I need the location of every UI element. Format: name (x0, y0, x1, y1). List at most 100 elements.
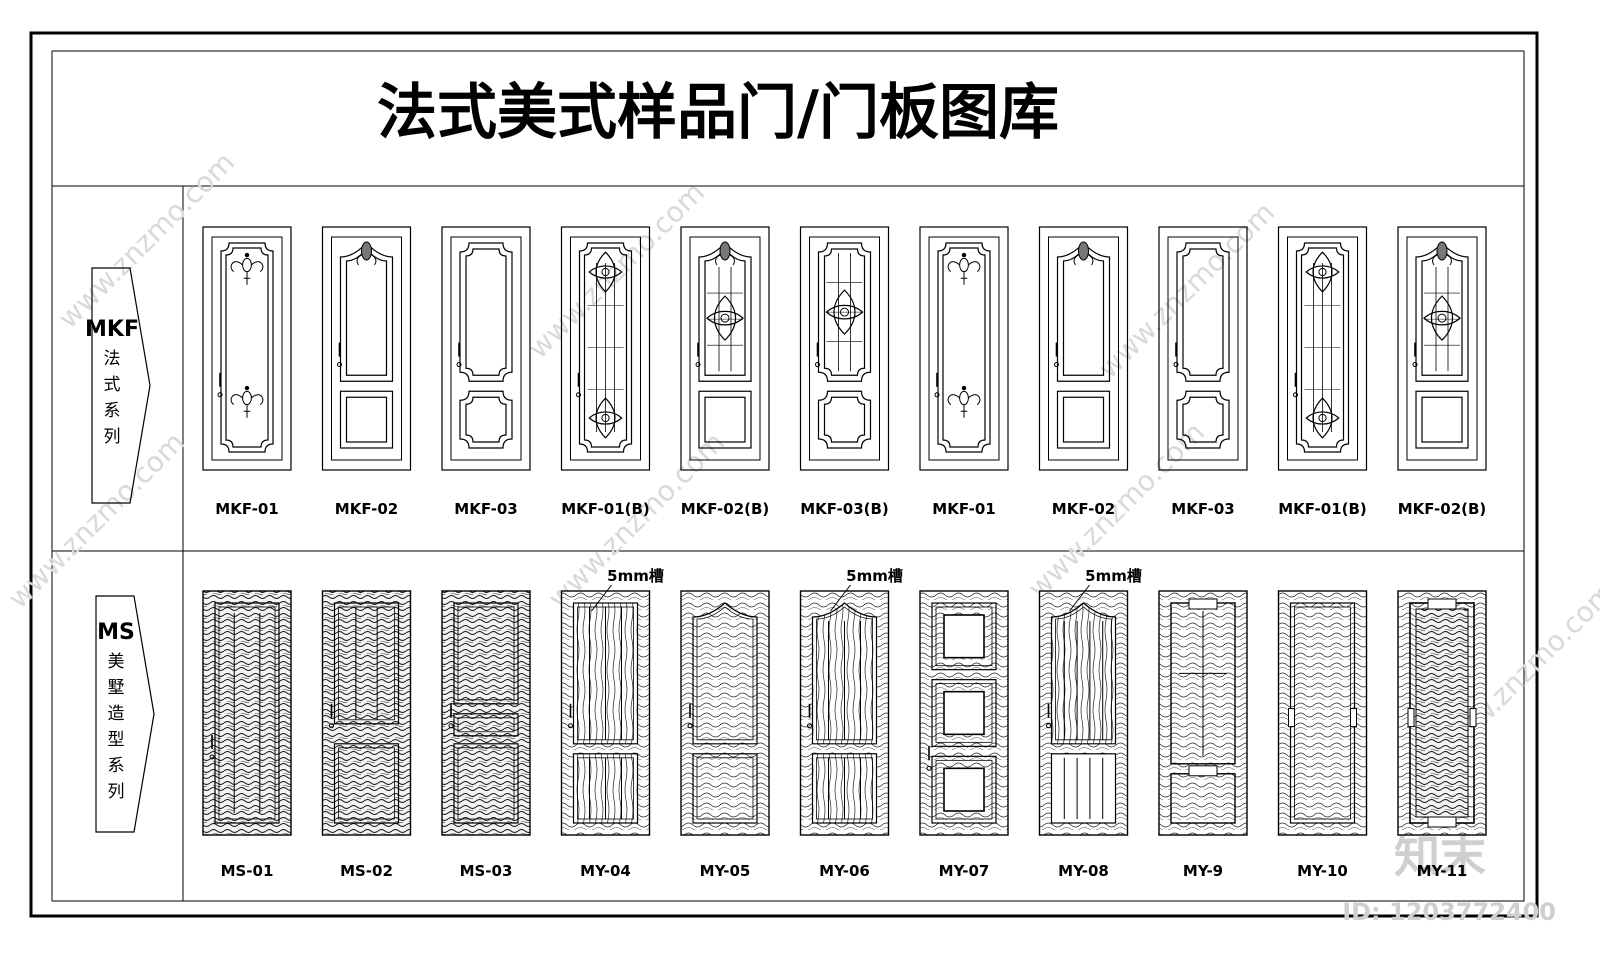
carved-ornament-top (947, 252, 981, 285)
door-label: MKF-01 (932, 500, 995, 518)
upper-panel (333, 602, 400, 725)
handle-keyhole (934, 392, 940, 398)
series-code: MS (97, 620, 135, 645)
groove-note: 5mm槽 (1085, 567, 1142, 585)
handle-keyhole (448, 723, 454, 729)
leaded-glass (1424, 267, 1460, 372)
handle-keyhole (1412, 362, 1418, 368)
door-frame-inset (570, 236, 641, 461)
ornament-stem (960, 271, 968, 285)
tall-panel-inner (942, 247, 986, 448)
ornament-center (959, 257, 969, 273)
door-mkf02: MKF-02 (1038, 226, 1129, 518)
door-handle (568, 703, 573, 729)
groove-note: 5mm槽 (607, 567, 664, 585)
lower-panel-inner (704, 396, 746, 443)
rosette-petal-vertical (833, 289, 856, 335)
crest-scrolls (715, 254, 735, 266)
glass-rosette-bottom (588, 397, 623, 439)
handle-keyhole (456, 362, 462, 368)
lower-panel-inner (696, 757, 754, 820)
rosette-petal-horizontal (1305, 265, 1340, 279)
rosette-petal-vertical (595, 397, 616, 439)
lower-panel (817, 390, 872, 449)
upper-panel-inner (457, 606, 515, 701)
door-handle (209, 735, 215, 760)
rosette-petal-vertical (595, 251, 616, 293)
handle-keyhole (1173, 362, 1179, 368)
ornament-scroll-left (947, 261, 960, 273)
upper-panel-inner (1182, 248, 1224, 376)
carved-ornament-top (230, 252, 264, 285)
upper-arched-panel-inner (1421, 248, 1463, 376)
full-panel (1289, 602, 1356, 824)
door-outline (1158, 226, 1248, 471)
middle-panel-inner (457, 717, 515, 733)
upper-panel (453, 602, 519, 705)
door-frame-inset (928, 236, 1000, 461)
door-label: MKF-02 (1052, 500, 1115, 518)
door-label: MKF-02(B) (681, 500, 770, 518)
door-handle (1293, 372, 1298, 398)
door-handle (1046, 703, 1051, 729)
ornament-center (242, 390, 252, 406)
lower-slat-panel (1050, 753, 1117, 824)
door-handle (1173, 342, 1179, 368)
series-name-char: 法 (104, 349, 121, 369)
series-name-char: 列 (108, 782, 125, 802)
full-panel-inner (1415, 608, 1469, 818)
watermark-site-text: www.znzmo.com (1092, 196, 1281, 385)
ornament-center (242, 257, 252, 273)
door-label: MKF-01 (215, 500, 278, 518)
tall-panel (937, 242, 991, 453)
rosette-petal-horizontal (588, 411, 623, 425)
crest-scrolls (1073, 254, 1094, 266)
inner-border (51, 50, 1525, 902)
side-cleat-left (1407, 708, 1415, 728)
square-panel-inner (935, 683, 993, 743)
top-crest (356, 241, 377, 266)
ornament-scroll-left (230, 394, 243, 406)
series-name-char: 美 (108, 652, 125, 672)
handle-keyhole (926, 765, 932, 771)
upper-arched-panel-inner (816, 606, 873, 741)
top-crest (1432, 241, 1452, 266)
ornament-scroll-right (251, 261, 264, 273)
rosette-petal-vertical (713, 295, 737, 341)
door-handle (1054, 342, 1059, 368)
ornament-scroll-right (968, 394, 981, 406)
rosette-center (1437, 313, 1447, 323)
ornament-center (959, 390, 969, 406)
door-outline (1038, 226, 1129, 471)
series-name-char: 型 (108, 730, 125, 750)
door-label: MS-01 (221, 862, 274, 880)
door-label: MKF-03(B) (800, 500, 889, 518)
glass-rosette (1423, 295, 1461, 341)
lower-panel (692, 753, 758, 824)
door-outline (799, 226, 890, 471)
glass-light (943, 614, 985, 659)
full-panel (214, 602, 280, 824)
top-cleat (1427, 598, 1457, 610)
lower-panel (339, 390, 394, 449)
door-frame-inset (1048, 236, 1119, 461)
middle-cleat (1188, 765, 1218, 777)
lower-panel-inner (823, 396, 866, 443)
series-name-char: 式 (104, 375, 121, 395)
series-tag-arrow (95, 595, 155, 833)
leaded-glass (826, 253, 863, 372)
rosette-petal-vertical (1312, 397, 1333, 439)
lower-panel-inner (1062, 396, 1105, 443)
lower-panel-inner (1182, 396, 1224, 443)
handle-keyhole (807, 723, 812, 729)
handle-keyhole (209, 754, 215, 760)
upper-arched-panel-inner (704, 248, 746, 376)
watermark-site-text: www.znzmo.com (522, 176, 711, 365)
door-my10: MY-10 (1277, 590, 1368, 880)
upper-arched-panel (339, 242, 394, 382)
door-handle (576, 372, 581, 398)
